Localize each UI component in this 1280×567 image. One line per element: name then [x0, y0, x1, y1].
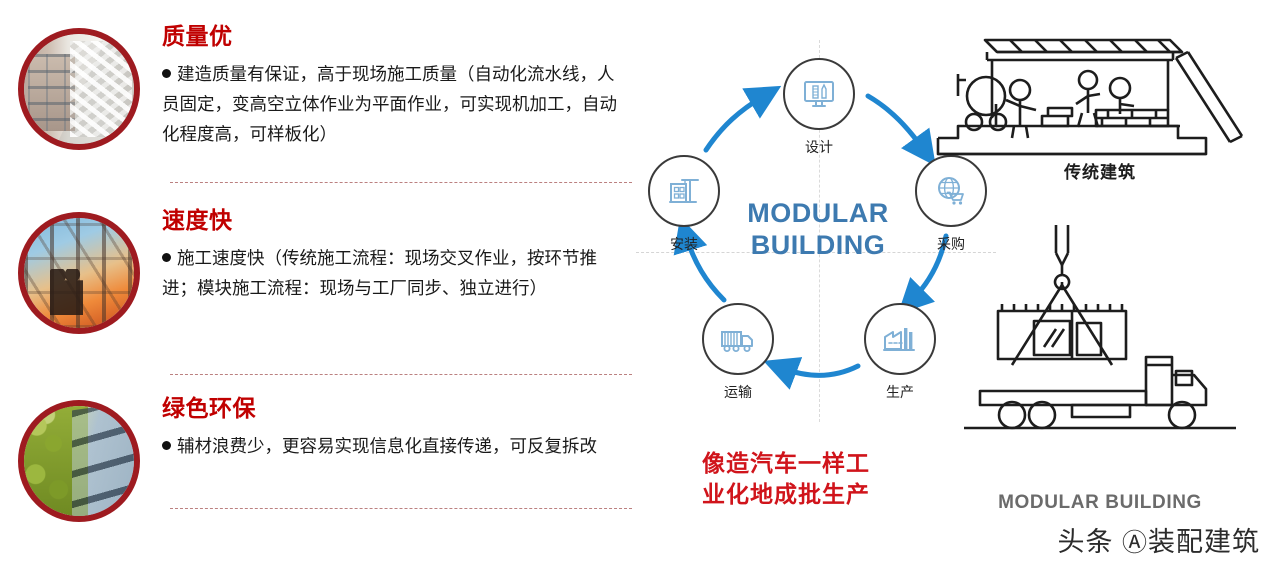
modular-building-cycle-diagram: 设计 采购: [636, 0, 996, 460]
modern-facade-building-photo: [24, 34, 134, 144]
feature-text-3: 绿色环保 辅材浪费少，更容易实现信息化直接传递，可反复拆改: [140, 395, 645, 461]
slogan-line-2: 业化地成批生产: [702, 481, 870, 508]
arrow-transport-to-install: [673, 216, 727, 303]
traditional-construction-drawing: [936, 38, 1244, 156]
cycle-node-label-production: 生产: [886, 384, 914, 400]
cycle-node-circle: [864, 303, 936, 375]
modular-crane-truck-illustration: [960, 225, 1260, 455]
cycle-center-line-1: MODULAR: [747, 198, 889, 228]
watermark: 头条 Ⓐ装配建筑: [1057, 520, 1260, 559]
feature-photo-3: [18, 400, 140, 522]
feature-item-green: 绿色环保 辅材浪费少，更容易实现信息化直接传递，可反复拆改: [0, 395, 645, 522]
feature-body-text-3: 辅材浪费少，更容易实现信息化直接传递，可反复拆改: [177, 436, 597, 457]
arrow-design-to-buy: [865, 93, 936, 167]
feature-title-3: 绿色环保: [162, 395, 256, 421]
feature-divider-3: [170, 508, 632, 509]
bullet-icon: [162, 253, 171, 263]
traditional-construction-caption: 传统建筑: [1064, 163, 1136, 182]
feature-text-2: 速度快 施工速度快（传统施工流程：现场交叉作业，按环节推进；模块施工流程：现场与…: [140, 207, 645, 303]
factory-icon: [883, 328, 915, 351]
slogan-text: 像造汽车一样工 业化地成批生产: [636, 448, 936, 510]
cycle-node-label-installation: 安装: [670, 236, 698, 252]
photo-ring-3: [18, 400, 140, 522]
feature-body-3: 辅材浪费少，更容易实现信息化直接传递，可反复拆改: [162, 431, 627, 461]
feature-divider-1: [170, 182, 632, 183]
bullet-icon: [162, 441, 171, 451]
arrow-produce-to-transport: [763, 357, 861, 390]
cycle-node-label-design: 设计: [805, 139, 833, 155]
photo-ring-2: [18, 212, 140, 334]
photo-ring-1: [18, 28, 140, 150]
feature-photo-2: [18, 212, 140, 334]
cycle-node-label-procurement: 采购: [937, 236, 965, 252]
design-monitor-icon: [804, 81, 834, 107]
cycle-node-label-transport: 运输: [724, 384, 752, 400]
features-panel: 质量优 建造质量有保证，高于现场施工质量（自动化流水线，人员固定，变高空立体作业…: [0, 0, 645, 567]
arrow-buy-to-produce: [897, 233, 949, 315]
cycle-center-line-2: BUILDING: [750, 229, 886, 260]
slogan-line-1: 像造汽车一样工: [702, 450, 870, 476]
green-living-wall-photo: [24, 406, 134, 516]
feature-body-1: 建造质量有保证，高于现场施工质量（自动化流水线，人员固定，变高空立体作业为平面作…: [162, 59, 627, 149]
feature-title-1: 质量优: [162, 23, 233, 49]
feature-divider-2: [170, 374, 632, 375]
watermark-at-symbol: Ⓐ: [1121, 529, 1148, 557]
feature-item-quality: 质量优 建造质量有保证，高于现场施工质量（自动化流水线，人员固定，变高空立体作业…: [0, 23, 645, 150]
guide-line-vertical: [819, 40, 820, 422]
building-crane-icon: [669, 179, 699, 203]
cycle-node-circle: [915, 155, 987, 227]
cycle-node-design[interactable]: 设计: [783, 58, 855, 157]
feature-body-2: 施工速度快（传统施工流程：现场交叉作业，按环节推进；模块施工流程：现场与工厂同步…: [162, 243, 627, 303]
feature-item-speed: 速度快 施工速度快（传统施工流程：现场交叉作业，按环节推进；模块施工流程：现场与…: [0, 207, 645, 334]
arrow-install-to-design: [703, 85, 782, 153]
globe-cart-icon: [938, 177, 964, 205]
modular-building-caption: MODULAR BUILDING: [998, 492, 1202, 513]
cycle-arrows: [673, 85, 949, 390]
cycle-node-installation[interactable]: 安装: [648, 155, 720, 254]
cycle-node-circle: [702, 303, 774, 375]
cycle-node-circle: [783, 58, 855, 130]
watermark-handle: 装配建筑: [1148, 527, 1260, 557]
cycle-node-production[interactable]: 生产: [864, 303, 936, 402]
feature-photo-1: [18, 28, 140, 150]
cycle-node-circle: [648, 155, 720, 227]
traditional-construction-illustration: [930, 18, 1270, 193]
sunset-scaffolding-workers-photo: [24, 218, 134, 328]
cycle-center-title: MODULAR BUILDING: [696, 198, 940, 262]
feature-title-2: 速度快: [162, 207, 233, 233]
modular-crane-truck-drawing: [964, 225, 1236, 430]
feature-body-text-2: 施工速度快（传统施工流程：现场交叉作业，按环节推进；模块施工流程：现场与工厂同步…: [162, 248, 597, 299]
truck-icon: [721, 331, 753, 352]
feature-body-text-1: 建造质量有保证，高于现场施工质量（自动化流水线，人员固定，变高空立体作业为平面作…: [162, 64, 617, 145]
cycle-node-procurement[interactable]: 采购: [915, 155, 987, 254]
watermark-prefix: 头条: [1057, 527, 1114, 557]
bullet-icon: [162, 69, 171, 79]
feature-text-1: 质量优 建造质量有保证，高于现场施工质量（自动化流水线，人员固定，变高空立体作业…: [140, 23, 645, 150]
guide-line-horizontal: [636, 252, 996, 253]
cycle-node-transport[interactable]: 运输: [702, 303, 774, 402]
